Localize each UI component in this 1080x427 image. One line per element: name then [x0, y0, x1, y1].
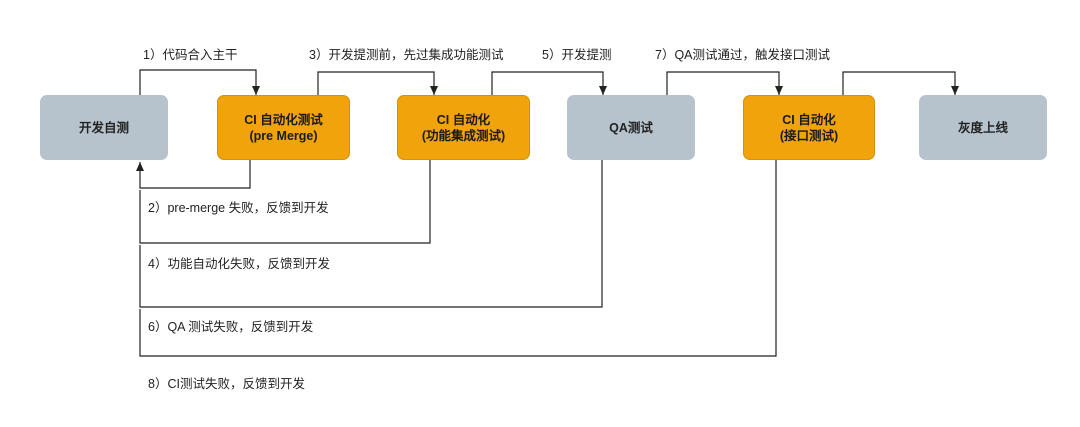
edge-label-8: 8）CI测试失败，反馈到开发: [148, 377, 305, 391]
edge-7-line: [666, 71, 783, 95]
node-qa-test: QA测试: [567, 95, 695, 160]
edge-label-4: 4）功能自动化失败，反馈到开发: [148, 257, 330, 271]
edge-5-line: [491, 71, 607, 95]
edge-label-5: 5）开发提测: [542, 48, 612, 62]
edge-1-line: [139, 69, 260, 95]
edge-6-line: [139, 160, 603, 308]
edge-label-6: 6）QA 测试失败，反馈到开发: [148, 320, 314, 334]
edge-3-line: [317, 71, 438, 95]
edge-label-1: 1）代码合入主干: [143, 48, 238, 62]
node-gray-release: 灰度上线: [919, 95, 1047, 160]
edge-label-7: 7）QA测试通过，触发接口测试: [655, 48, 831, 62]
edge-8-line: [139, 160, 777, 357]
node-ci-interface: CI 自动化 (接口测试): [743, 95, 875, 160]
node-ci-function: CI 自动化 (功能集成测试): [397, 95, 530, 160]
edge-label-3: 3）开发提测前，先过集成功能测试: [309, 48, 504, 62]
node-dev-selftest: 开发自测: [40, 95, 168, 160]
edge-label-2: 2）pre-merge 失败，反馈到开发: [148, 201, 329, 215]
edge-2-line: [136, 160, 251, 189]
node-ci-premerge: CI 自动化测试 (pre Merge): [217, 95, 350, 160]
edge-7b-line: [842, 71, 959, 95]
edge-4-line: [139, 160, 431, 244]
